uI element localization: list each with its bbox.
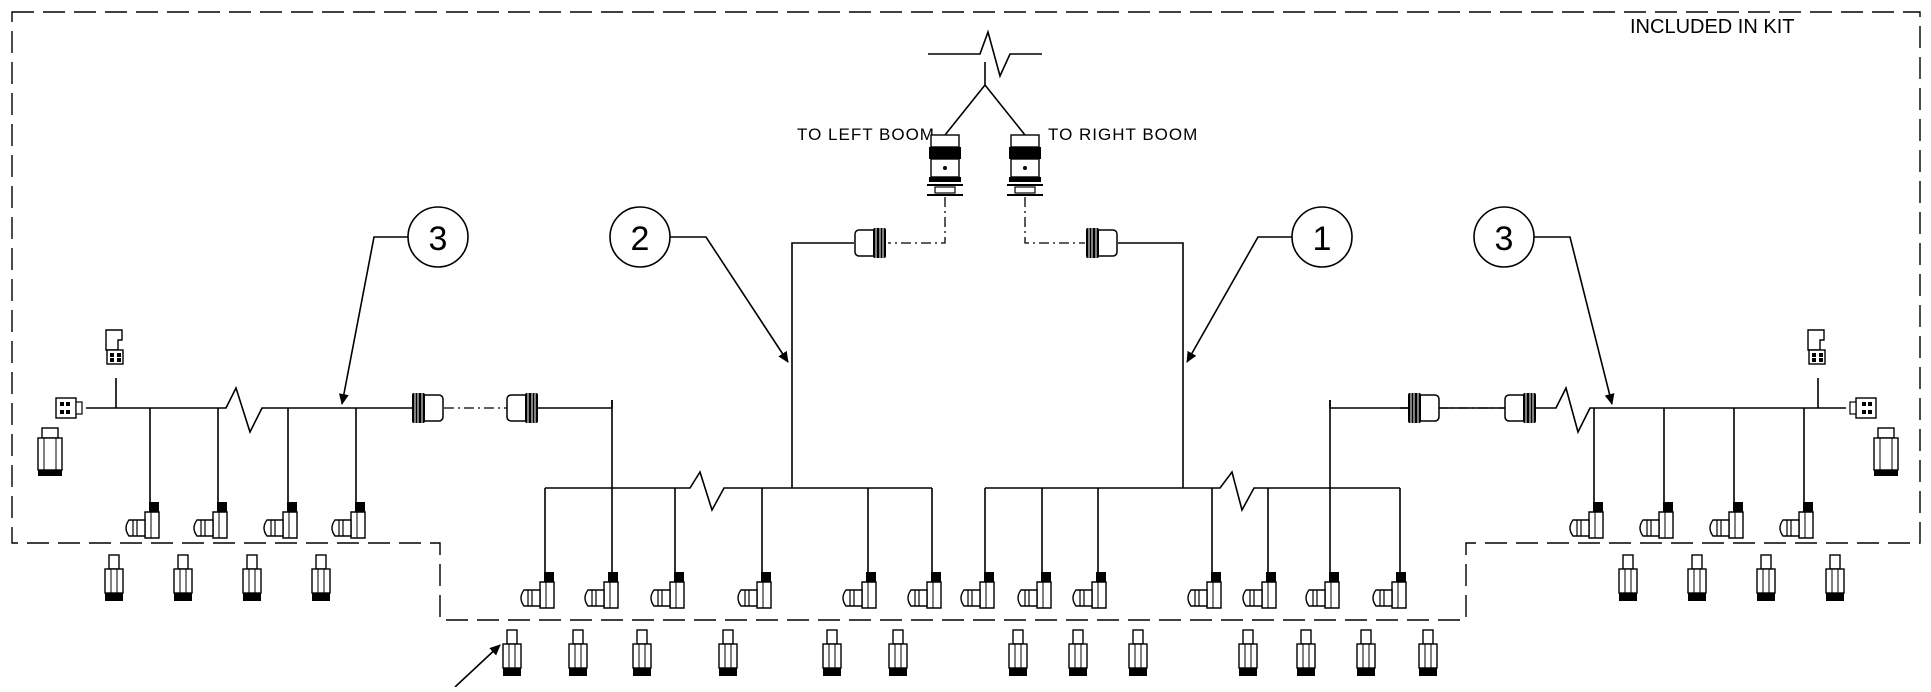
right-outer-harness <box>1329 329 1899 602</box>
center-nozzle-group <box>502 571 1438 677</box>
callout-center-left: 2 <box>609 206 789 363</box>
center-drops <box>544 400 1401 575</box>
svg-text:2: 2 <box>631 220 650 258</box>
bottom-leader-arrow <box>454 644 501 688</box>
kit-label: INCLUDED IN KIT <box>1630 16 1794 38</box>
boom-split <box>928 29 1042 136</box>
svg-text:3: 3 <box>1495 220 1514 258</box>
center-left-inline-connector <box>854 227 887 259</box>
callout-left-outer: 3 <box>338 206 469 405</box>
kit-boundary <box>11 11 1921 621</box>
center-right-inline-connector <box>1085 227 1118 259</box>
right-boom-label: TO RIGHT BOOM <box>1048 125 1198 144</box>
callout-right-outer: 3 <box>1473 206 1615 405</box>
callout-center-right: 1 <box>1186 206 1353 363</box>
left-boom-label: TO LEFT BOOM <box>797 125 935 144</box>
svg-text:3: 3 <box>429 220 448 258</box>
center-left-harness <box>545 197 946 513</box>
left-boom-connector <box>926 134 964 196</box>
center-right-harness <box>985 197 1400 513</box>
right-boom-connector <box>1006 134 1044 196</box>
left-outer-harness <box>37 329 613 602</box>
svg-text:1: 1 <box>1313 220 1332 258</box>
